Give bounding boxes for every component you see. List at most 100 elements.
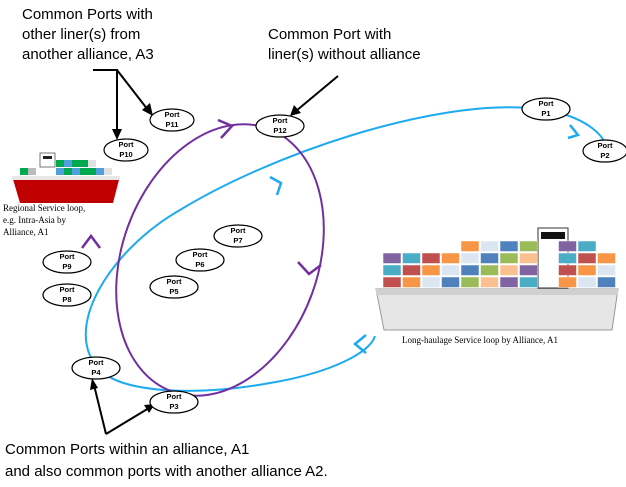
regional-caption-line3: Alliance, A1 (3, 227, 49, 237)
long-haulage-loop-arrows (269, 124, 581, 354)
container-box (597, 276, 616, 288)
port-p2[interactable]: Port P2 (582, 139, 626, 163)
port-word: Port (167, 392, 183, 401)
port-p9[interactable]: Port P9 (42, 250, 92, 274)
container-stack (382, 240, 616, 288)
container-box (441, 276, 460, 288)
container-box (577, 264, 597, 276)
arrow-to-p10 (93, 69, 118, 133)
port-word: Port (167, 277, 183, 286)
port-id: P12 (273, 126, 286, 135)
container-box (480, 264, 499, 276)
annotation-no-alliance-line1: Common Port with (268, 26, 391, 43)
annotation-bottom-line2: and also common ports with another allia… (5, 463, 328, 480)
container-box (382, 264, 402, 276)
container-box (402, 252, 421, 264)
regional-caption-line1: Regional Service loop, (3, 203, 85, 213)
container-box (480, 240, 499, 252)
container-box (519, 252, 538, 264)
long-haulage-caption: Long-haulage Service loop by Alliance, A… (402, 335, 558, 345)
container-box (558, 252, 577, 264)
container-box (480, 252, 499, 264)
port-word: Port (231, 226, 247, 235)
port-word: Port (273, 116, 289, 125)
port-p8[interactable]: Port P8 (42, 283, 92, 307)
container-box (558, 276, 577, 288)
arrow-to-p3 (105, 407, 150, 435)
regional-ship-hull (12, 176, 120, 203)
port-id: P10 (119, 150, 132, 159)
container-box (402, 264, 421, 276)
port-p11[interactable]: Port P11 (149, 108, 195, 132)
port-word: Port (60, 252, 76, 261)
blue-arrow-2 (567, 124, 581, 140)
arrow-to-p12 (295, 75, 339, 112)
long-haulage-ship (375, 227, 619, 331)
purple-arrow-left (81, 233, 101, 249)
port-word: Port (119, 140, 135, 149)
port-id: P8 (62, 295, 71, 304)
port-p3[interactable]: Port P3 (149, 390, 199, 414)
port-word: Port (539, 99, 555, 108)
port-word: Port (193, 250, 209, 259)
port-p10[interactable]: Port P10 (103, 138, 149, 162)
port-word: Port (165, 110, 181, 119)
container-box (577, 240, 597, 252)
container-box (499, 276, 519, 288)
port-p1[interactable]: Port P1 (521, 97, 571, 121)
container-box (421, 276, 441, 288)
long-haulage-ship-hull (375, 288, 619, 331)
port-word: Port (598, 141, 614, 150)
container-box (519, 264, 538, 276)
port-id: P9 (62, 262, 71, 271)
port-id: P7 (233, 236, 242, 245)
container-box (460, 240, 480, 252)
container-box (499, 264, 519, 276)
container-box (597, 264, 616, 276)
container-box (577, 252, 597, 264)
port-p6[interactable]: Port P6 (175, 248, 225, 272)
container-box (421, 264, 441, 276)
container-box (460, 276, 480, 288)
container-box (558, 264, 577, 276)
blue-arrow-3 (353, 334, 367, 354)
container-box (460, 264, 480, 276)
container-box (577, 276, 597, 288)
annotation-a3-line1: Common Ports with (22, 6, 153, 23)
regional-caption-line2: e.g. Intra-Asia by (3, 215, 66, 225)
port-p7[interactable]: Port P7 (213, 224, 263, 248)
ports-layer: Port P11 Port P10 Port P12 Port P1 Port … (42, 97, 626, 414)
container-box (519, 240, 538, 252)
container-box (597, 252, 616, 264)
blue-arrow-1 (269, 175, 283, 196)
container-box (421, 252, 441, 264)
container-box (519, 276, 538, 288)
annotation-a3-line3: another alliance, A3 (22, 46, 154, 63)
container-box (382, 252, 402, 264)
container-box (441, 252, 460, 264)
port-id: P3 (169, 402, 178, 411)
port-id: P4 (91, 368, 101, 377)
long-haulage-loop (84, 106, 609, 392)
arrow-to-p11 (116, 69, 149, 111)
pointer-arrows (93, 69, 339, 435)
container-box (402, 276, 421, 288)
port-id: P2 (600, 151, 609, 160)
port-p4[interactable]: Port P4 (71, 356, 121, 380)
port-id: P5 (169, 287, 178, 296)
purple-arrow-top (217, 118, 235, 139)
port-id: P1 (541, 109, 550, 118)
port-word: Port (60, 285, 76, 294)
arrow-to-p4 (93, 384, 107, 435)
port-p5[interactable]: Port P5 (149, 275, 199, 299)
port-id: P6 (195, 260, 204, 269)
port-word: Port (89, 358, 105, 367)
container-box (499, 252, 519, 264)
container-box (480, 276, 499, 288)
container-box (558, 240, 577, 252)
annotation-bottom-line1: Common Ports within an alliance, A1 (5, 441, 249, 458)
container-box (441, 264, 460, 276)
annotation-no-alliance-line2: liner(s) without alliance (268, 46, 421, 63)
port-p12[interactable]: Port P12 (255, 114, 305, 138)
port-id: P11 (166, 120, 179, 129)
